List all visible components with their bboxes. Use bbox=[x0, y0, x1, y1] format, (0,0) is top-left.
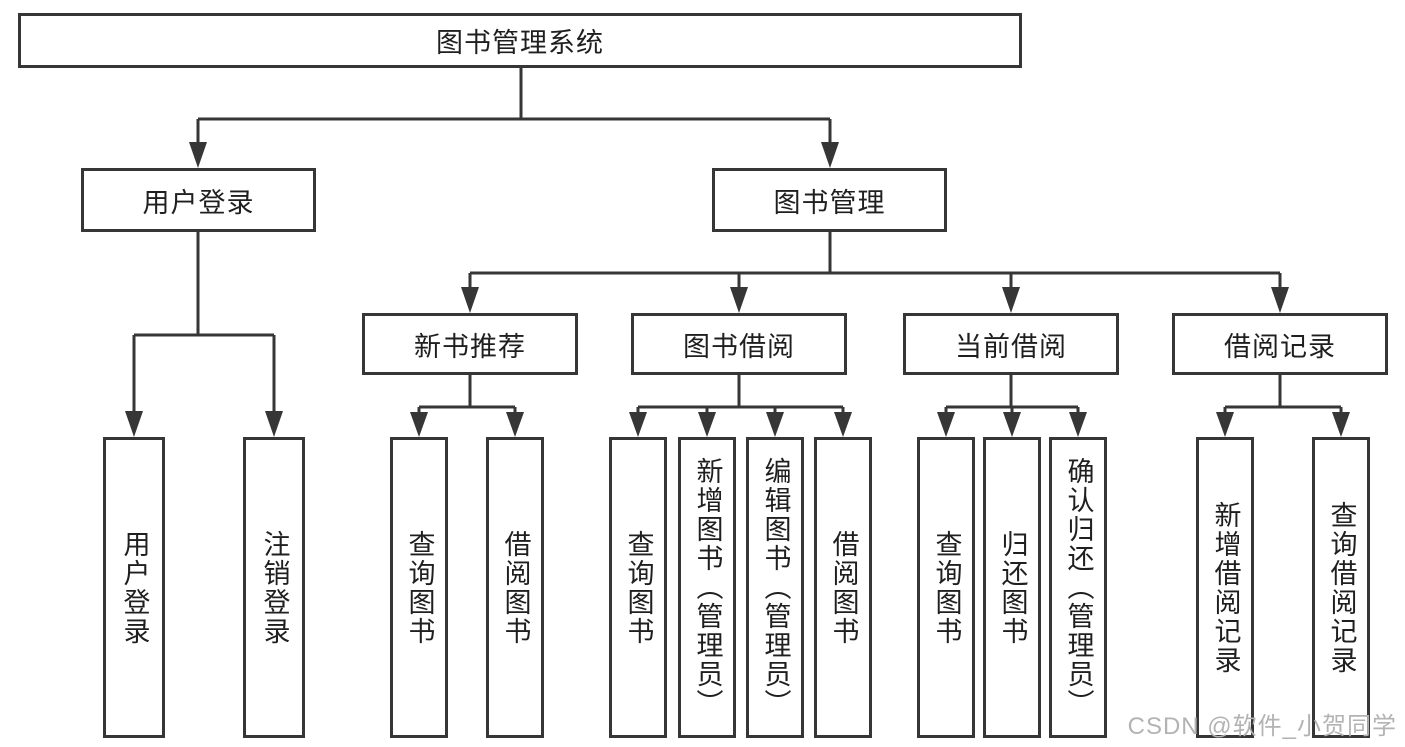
node-new-book-recommend: 新书推荐 bbox=[362, 313, 578, 375]
leaf-bb-add-books-admin: 新增图书（管理员） bbox=[678, 437, 736, 738]
leaf-nb-query-books: 查询图书 bbox=[390, 437, 448, 738]
node-library-system: 图书管理系统 bbox=[18, 13, 1022, 68]
leaf-user-login: 用户登录 bbox=[103, 437, 165, 738]
leaf-br-query-borrow-record: 查询借阅记录 bbox=[1312, 437, 1370, 738]
leaf-nb-borrow-books: 借阅图书 bbox=[486, 437, 544, 738]
leaf-cb-confirm-return-admin: 确认归还（管理员） bbox=[1049, 437, 1107, 738]
watermark-text: CSDN @软件_小贺同学 bbox=[1127, 713, 1397, 740]
node-book-borrowing: 图书借阅 bbox=[631, 313, 847, 375]
leaf-cb-query-books: 查询图书 bbox=[917, 437, 975, 738]
leaf-cb-return-books: 归还图书 bbox=[983, 437, 1041, 738]
node-current-borrowing: 当前借阅 bbox=[903, 313, 1119, 375]
leaf-bb-edit-books-admin: 编辑图书（管理员） bbox=[746, 437, 804, 738]
node-user-login: 用户登录 bbox=[81, 168, 316, 232]
node-borrowing-records: 借阅记录 bbox=[1172, 313, 1388, 375]
leaf-br-add-borrow-record: 新增借阅记录 bbox=[1196, 437, 1254, 738]
node-book-management: 图书管理 bbox=[712, 168, 947, 232]
leaf-bb-borrow-books: 借阅图书 bbox=[814, 437, 872, 738]
leaf-logout: 注销登录 bbox=[243, 437, 305, 738]
leaf-bb-query-books: 查询图书 bbox=[609, 437, 667, 738]
